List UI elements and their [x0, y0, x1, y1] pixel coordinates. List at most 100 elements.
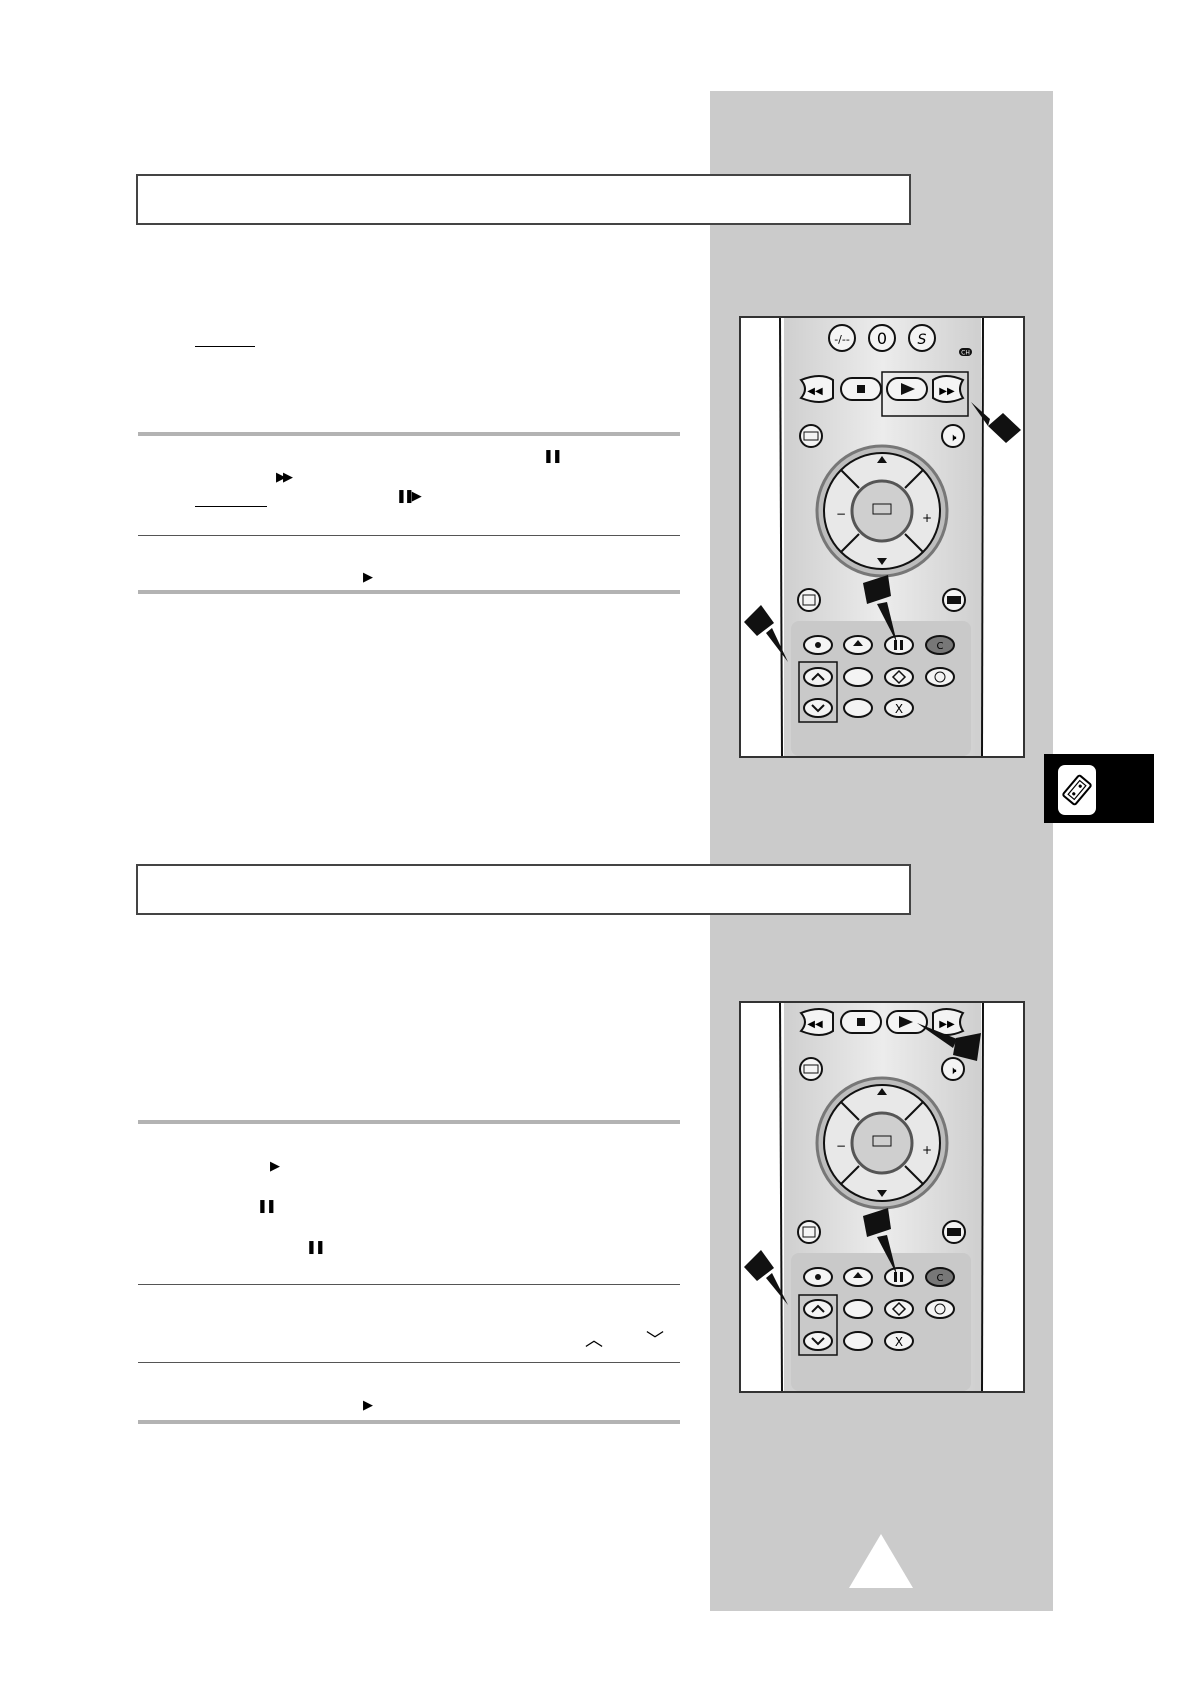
- pointer-wedge-tracking: [744, 605, 788, 662]
- pause-symbol-2: ❚❚: [257, 1199, 277, 1214]
- c-button[interactable]: C: [925, 635, 955, 655]
- navigation-pad[interactable]: − +: [815, 444, 949, 578]
- up-arrow-icon: [877, 456, 887, 463]
- svg-text:−: −: [836, 507, 846, 521]
- stop-button[interactable]: [840, 377, 882, 401]
- diamond-button-2[interactable]: [884, 1299, 914, 1319]
- vcr-tv-button[interactable]: [799, 424, 823, 448]
- tracking-up-button[interactable]: [803, 667, 833, 687]
- fast-forward-icon: ▶▶: [939, 386, 955, 397]
- highlight-box-tracking: [798, 661, 838, 723]
- down-arrow-icon: [877, 558, 887, 565]
- blank-button-3[interactable]: [843, 1299, 873, 1319]
- tracking-down-button-2[interactable]: [803, 1331, 833, 1351]
- play-icon: [899, 1016, 913, 1028]
- svg-text:0: 0: [877, 329, 887, 348]
- up-arrow-icon: [877, 1088, 887, 1095]
- mute-icon: 🕨: [950, 1064, 957, 1077]
- timer-button[interactable]: [925, 667, 955, 687]
- stop-icon: [857, 385, 865, 393]
- tracking-up-icon: [811, 672, 825, 681]
- section2-divider-1: [138, 1284, 680, 1285]
- svg-text:+: +: [922, 1143, 932, 1157]
- menu-icon: [872, 1135, 892, 1147]
- play-symbol: ▶: [363, 570, 373, 585]
- mute-button[interactable]: 🕨: [941, 424, 965, 448]
- pointer-wedge-tracking-2: [744, 1250, 788, 1305]
- clock-icon: [934, 1303, 946, 1315]
- tracking-up-icon: [811, 1304, 825, 1313]
- record-icon: [815, 642, 821, 648]
- eject-button-2[interactable]: [843, 1267, 873, 1287]
- tracking-down-button[interactable]: [803, 698, 833, 718]
- mute-button-2[interactable]: 🕨: [941, 1057, 965, 1081]
- pause-symbol-3: ❚❚: [306, 1240, 326, 1255]
- dash-button[interactable]: -/--: [828, 324, 856, 352]
- tracking-down-icon: [811, 1337, 825, 1346]
- play-button[interactable]: [886, 377, 928, 401]
- svg-text:−: −: [836, 1139, 846, 1153]
- zero-button[interactable]: 0: [868, 324, 896, 352]
- tracking-down-symbol: ﹀: [646, 1330, 664, 1351]
- menu-icon: [872, 503, 892, 515]
- blank-button-2[interactable]: [843, 698, 873, 718]
- navigation-pad-2[interactable]: − +: [815, 1076, 949, 1210]
- pip-button[interactable]: [942, 588, 966, 612]
- svg-text:-/--: -/--: [834, 333, 850, 346]
- diamond-button[interactable]: [884, 667, 914, 687]
- display-button-2[interactable]: [797, 1220, 821, 1244]
- play-symbol-2: ▶: [270, 1159, 280, 1174]
- pointer-wedge-ff: [971, 402, 1021, 443]
- section2-title-box: [136, 864, 911, 915]
- chapter-tab: [1044, 754, 1154, 823]
- c-button-2[interactable]: C: [925, 1267, 955, 1287]
- eject-icon: [853, 640, 863, 646]
- svg-text:+: +: [922, 511, 932, 525]
- fast-forward-button[interactable]: ▶▶: [932, 375, 965, 403]
- display-button[interactable]: [797, 588, 821, 612]
- section2-divider-2: [138, 1362, 680, 1363]
- highlight-box-transport: [881, 371, 969, 417]
- x-button-2[interactable]: X: [884, 1331, 914, 1351]
- section2-rule-top: [138, 1120, 680, 1124]
- frame-advance-symbol: ❚❚▶: [396, 489, 422, 504]
- mute-icon: 🕨: [950, 431, 957, 444]
- rewind-button[interactable]: ◀◀: [799, 375, 834, 403]
- vcr-tv-button-2[interactable]: [799, 1057, 823, 1081]
- page-arrow-marker: [849, 1534, 913, 1588]
- diamond-icon: [891, 669, 907, 685]
- x-button[interactable]: X: [884, 698, 914, 718]
- record-button-2[interactable]: [803, 1267, 833, 1287]
- svg-text:CH: CH: [961, 350, 970, 357]
- pause-button[interactable]: [884, 635, 914, 655]
- pause-symbol: ❚❚: [543, 449, 563, 464]
- play-symbol-3: ▶: [363, 1398, 373, 1413]
- stop-button-2[interactable]: [840, 1010, 882, 1034]
- stop-icon: [857, 1018, 865, 1026]
- blank-button-4[interactable]: [843, 1331, 873, 1351]
- play-button-2[interactable]: [886, 1010, 928, 1034]
- prev-channel-button[interactable]: S: [908, 324, 936, 352]
- record-button[interactable]: [803, 635, 833, 655]
- vcr-cassette-icon: [1058, 765, 1096, 815]
- fast-forward-icon: ▶▶: [939, 1019, 955, 1030]
- svg-text:X: X: [895, 1335, 903, 1349]
- diamond-icon: [891, 1301, 907, 1317]
- tracking-up-button-2[interactable]: [803, 1299, 833, 1319]
- timer-button-2[interactable]: [925, 1299, 955, 1319]
- fast-forward-symbol: ▶▶: [276, 470, 293, 485]
- remote-illustration-2: ◀◀ ▶▶ 🕨 − + C X: [739, 1001, 1025, 1393]
- pip-button-2[interactable]: [942, 1220, 966, 1244]
- down-arrow-icon: [877, 1190, 887, 1197]
- svg-text:X: X: [895, 702, 903, 716]
- rewind-button-2[interactable]: ◀◀: [799, 1008, 834, 1036]
- fast-forward-button-2[interactable]: ▶▶: [932, 1008, 965, 1036]
- remote-illustration-1: -/-- 0 S CH ◀◀ ▶▶ 🕨 − + C X: [739, 316, 1025, 758]
- vcr-control-panel-2: [791, 1253, 971, 1391]
- tracking-up-symbol: ︿: [585, 1330, 603, 1351]
- eject-button[interactable]: [843, 635, 873, 655]
- blank-button-1[interactable]: [843, 667, 873, 687]
- section1-underline-b: [195, 506, 267, 507]
- pointer-wedge-pause-2: [863, 1208, 897, 1275]
- pause-button-2[interactable]: [884, 1267, 914, 1287]
